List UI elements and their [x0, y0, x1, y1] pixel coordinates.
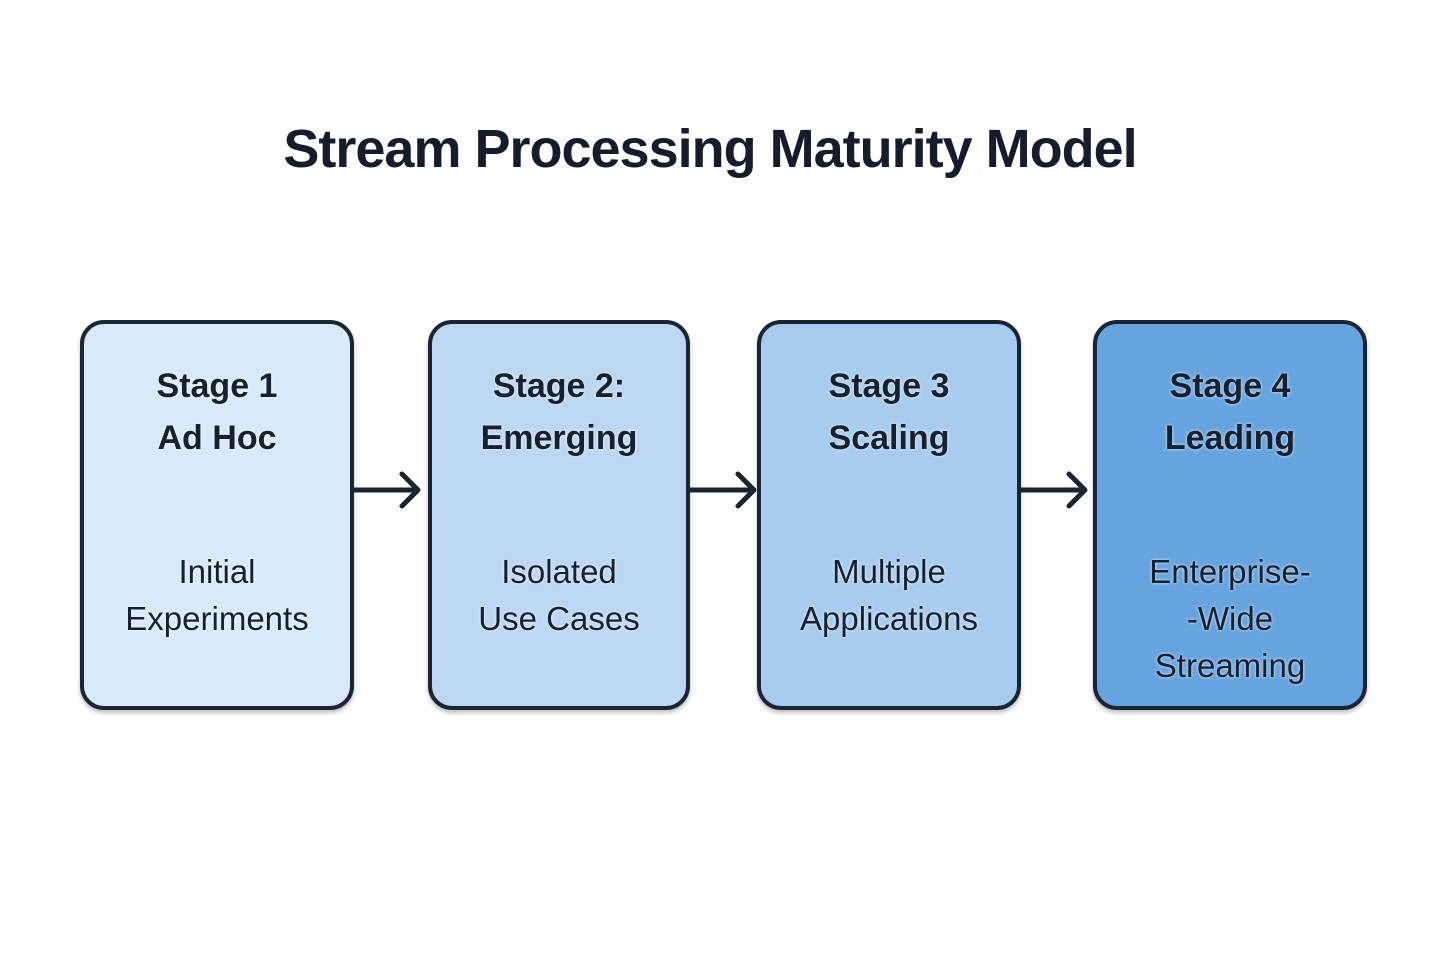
stage-2-description-line-2: Use Cases: [478, 600, 640, 637]
stage-2-description-line-1: Isolated: [501, 553, 617, 590]
stage-4-heading: Stage 4 Leading: [1097, 360, 1363, 464]
stage-4-description-line-1: Enterprise-: [1149, 553, 1311, 590]
stage-3-description: Multiple Applications: [761, 548, 1017, 642]
page-title: Stream Processing Maturity Model: [283, 119, 1137, 179]
arrow-right-icon: [352, 468, 426, 512]
stage-4-heading-line-1: Stage 4: [1169, 367, 1291, 405]
stage-box-2: Stage 2: Emerging Isolated Use Cases: [428, 320, 690, 710]
stage-4-description-line-3: Streaming: [1154, 647, 1306, 684]
stage-3-heading-line-2: Scaling: [828, 419, 950, 457]
stage-3-heading: Stage 3 Scaling: [761, 360, 1017, 464]
stage-2-heading: Stage 2: Emerging: [432, 360, 686, 464]
stage-1-description: Initial Experiments: [84, 548, 350, 642]
stage-4-description-line-2: -Wide: [1186, 600, 1274, 637]
stage-3-description-line-2: Applications: [800, 600, 978, 637]
arrow-right-icon: [1019, 468, 1093, 512]
stage-2-heading-line-2: Emerging: [480, 419, 638, 457]
stage-1-heading-line-2: Ad Hoc: [157, 419, 277, 457]
stage-2-heading-line-1: Stage 2:: [492, 367, 626, 405]
stage-3-heading-line-1: Stage 3: [828, 367, 950, 405]
arrow-right-icon: [688, 468, 762, 512]
stage-4-description: Enterprise- -Wide Streaming: [1097, 548, 1363, 689]
stage-box-1: Stage 1 Ad Hoc Initial Experiments: [80, 320, 354, 710]
stage-box-4: Stage 4 Leading Enterprise- -Wide Stream…: [1093, 320, 1367, 710]
stage-1-description-line-1: Initial: [178, 553, 256, 590]
stage-2-description: Isolated Use Cases: [432, 548, 686, 642]
stage-1-heading: Stage 1 Ad Hoc: [84, 360, 350, 464]
stage-3-description-line-1: Multiple: [832, 553, 946, 590]
stage-4-heading-line-2: Leading: [1164, 419, 1296, 457]
stage-box-3: Stage 3 Scaling Multiple Applications: [757, 320, 1021, 710]
stage-1-description-line-2: Experiments: [125, 600, 309, 637]
stage-1-heading-line-1: Stage 1: [156, 367, 278, 405]
